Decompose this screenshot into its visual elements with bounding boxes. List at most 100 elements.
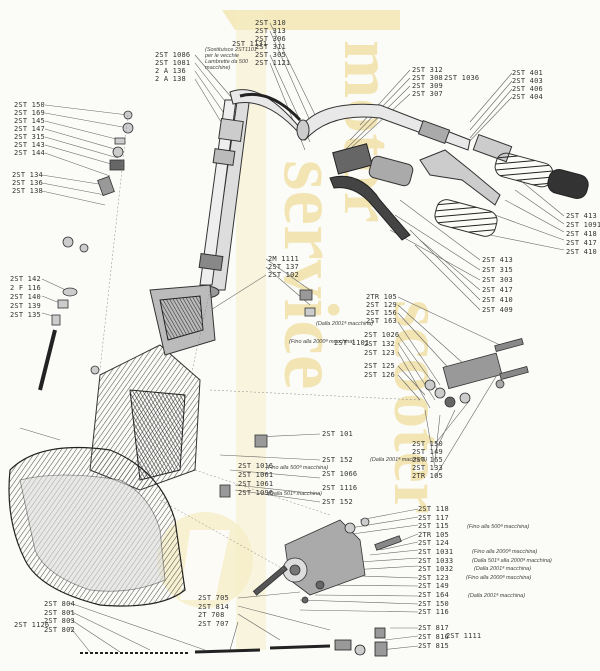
- part-number-label: 2TR 105: [412, 472, 443, 480]
- part-number-label: 2ST 1081: [155, 59, 191, 67]
- part-number-label: 2ST 1032: [418, 565, 454, 574]
- part-number-label: 2ST 309: [412, 82, 443, 90]
- part-number-label: 2ST 156: [366, 309, 397, 317]
- part-number-label: 2ST 139: [10, 302, 41, 310]
- part-number-label: 2ST 418: [566, 230, 597, 238]
- part-number-label: 2TR 105: [366, 293, 397, 301]
- part-number-label: 2 A 138: [155, 75, 186, 83]
- part-number-label: 2 F 116: [10, 284, 41, 292]
- left-small-parts: [38, 110, 134, 391]
- part-number-label: 2ST 132: [364, 340, 395, 348]
- part-number-label: 2ST 152: [322, 498, 353, 506]
- part-number-label: 2ST 802: [44, 625, 75, 634]
- part-number-label: 2ST 1061: [238, 471, 274, 479]
- part-number-label: 2ST 410: [566, 248, 597, 256]
- part-number-label: 2ST 150: [14, 101, 45, 109]
- right-mechanism: [424, 337, 529, 408]
- part-number-label: 2M 1111: [268, 255, 299, 263]
- part-number-label: 2ST 303: [482, 276, 513, 284]
- part-number-label: 2ST 142: [10, 275, 41, 283]
- part-number-label: 2ST 311: [255, 43, 286, 51]
- part-number-label: 2ST 1033: [418, 556, 454, 565]
- part-number-label: 2ST 403: [512, 77, 543, 85]
- part-number-label: 2ST 123: [364, 349, 395, 357]
- part-number-label: 2ST 404: [512, 93, 543, 101]
- note-2: (Dalla 2001ª macchina): [316, 321, 374, 327]
- part-number-label: 2ST 165: [412, 456, 443, 464]
- part-number-label: 2T 708: [198, 611, 225, 619]
- part-number-label: 2ST 1096: [238, 489, 274, 497]
- part-number-label: 2ST 133: [412, 464, 443, 472]
- part-number-label: 2ST 136: [12, 179, 43, 187]
- part-number-label: 2ST 118: [418, 505, 449, 513]
- part-number-label: 2ST 150: [412, 440, 443, 448]
- part-number-label: 2ST 305: [255, 51, 286, 59]
- part-number-label: 2ST 804: [44, 600, 75, 608]
- part-number-label: 2ST 1026: [364, 331, 400, 339]
- part-number-label: 2ST 409: [482, 306, 513, 314]
- note-7: (Fino alla 500ª macchina): [467, 524, 530, 530]
- part-number-label: 2ST 705: [198, 594, 229, 602]
- part-number-label: 2ST 803: [44, 617, 75, 625]
- part-number-label: 2ST 143: [14, 141, 45, 149]
- part-number-label: 2ST 816: [418, 633, 449, 641]
- part-number-label: 2ST 1031: [418, 548, 454, 556]
- part-number-label: 2ST 134: [12, 171, 43, 179]
- part-number-label: 2ST 123: [418, 573, 449, 582]
- part-number-label: 2ST 417: [482, 286, 513, 294]
- note-12: (Dalla 2001ª macchina): [468, 593, 526, 599]
- part-number-label: 2ST 102: [268, 271, 299, 279]
- note-3: (Fino alla 2000ª macchina): [289, 339, 355, 345]
- part-number-label: 2ST 1036: [444, 74, 480, 82]
- note-8: (Fino alla 2000ª macchina): [472, 549, 538, 555]
- part-number-label: 2ST 144: [14, 149, 45, 157]
- part-number-label: 2ST 117: [418, 513, 449, 522]
- part-number-label: 2ST 145: [14, 117, 45, 125]
- part-number-label: 2ST 124: [418, 539, 449, 548]
- part-number-label: 2ST 1116: [322, 484, 358, 492]
- part-number-label: 2ST 315: [482, 266, 513, 274]
- part-number-label: 2ST 1091: [566, 221, 600, 229]
- part-number-label: 2ST 1121: [255, 59, 291, 67]
- control-levers: [329, 143, 589, 241]
- note-4: (Dalla 2001ª macchina): [370, 457, 428, 463]
- part-number-label: 2ST 815: [418, 642, 449, 650]
- watermark-graphic: service motor scooter: [157, 10, 456, 650]
- svg-text:scooter: scooter: [379, 300, 456, 514]
- part-number-label: 2ST 707: [198, 619, 229, 628]
- part-number-label: 2ST 169: [14, 109, 45, 117]
- part-number-label: 2ST 406: [512, 85, 543, 93]
- part-number-label: 2ST 1061: [238, 480, 274, 488]
- part-number-label: 2ST 801: [44, 608, 75, 617]
- bottom-cables: [80, 627, 388, 657]
- part-number-label: 2ST 814: [198, 602, 229, 611]
- part-number-label: 2ST 1111: [446, 632, 482, 640]
- lower-assembly: [219, 289, 402, 604]
- part-number-label: 2ST 413: [566, 212, 597, 220]
- part-number-label: 2ST 306: [255, 35, 286, 43]
- part-number-label: 2ST 150: [418, 599, 449, 608]
- part-number-label: 2ST 1086: [155, 51, 191, 59]
- part-number-label: 2ST 310: [255, 19, 286, 27]
- note-9: (Dalla 501ª alla 2000ª macchina): [472, 558, 552, 564]
- note-5: (Fino alla 500ª macchina): [266, 465, 329, 471]
- part-number-label: 2ST 163: [366, 317, 397, 325]
- part-number-label: 2ST 817: [418, 624, 449, 632]
- part-number-label: 2ST 1126: [14, 621, 50, 629]
- steering-head-body: [89, 284, 216, 491]
- part-number-label: 2ST 135: [10, 311, 41, 319]
- part-number-label: 2ST 315: [14, 133, 45, 141]
- part-number-label: 2ST 149: [418, 582, 449, 591]
- part-number-label: 2ST 312: [412, 66, 443, 74]
- part-number-label: 2ST 129: [366, 301, 397, 309]
- part-number-label: 2ST 308: [412, 74, 443, 82]
- part-number-label: 2 A 136: [155, 67, 186, 75]
- note-10: (Dalla 2001ª macchina): [474, 566, 532, 572]
- part-number-label: 2ST 1016: [238, 462, 274, 470]
- note-1: (Sostituisce 2ST1101 per le vecchie Lamb…: [205, 47, 257, 71]
- part-number-label: 2ST 149: [412, 448, 443, 456]
- part-number-label: 2ST 313: [255, 27, 286, 35]
- front-shield: [8, 446, 186, 607]
